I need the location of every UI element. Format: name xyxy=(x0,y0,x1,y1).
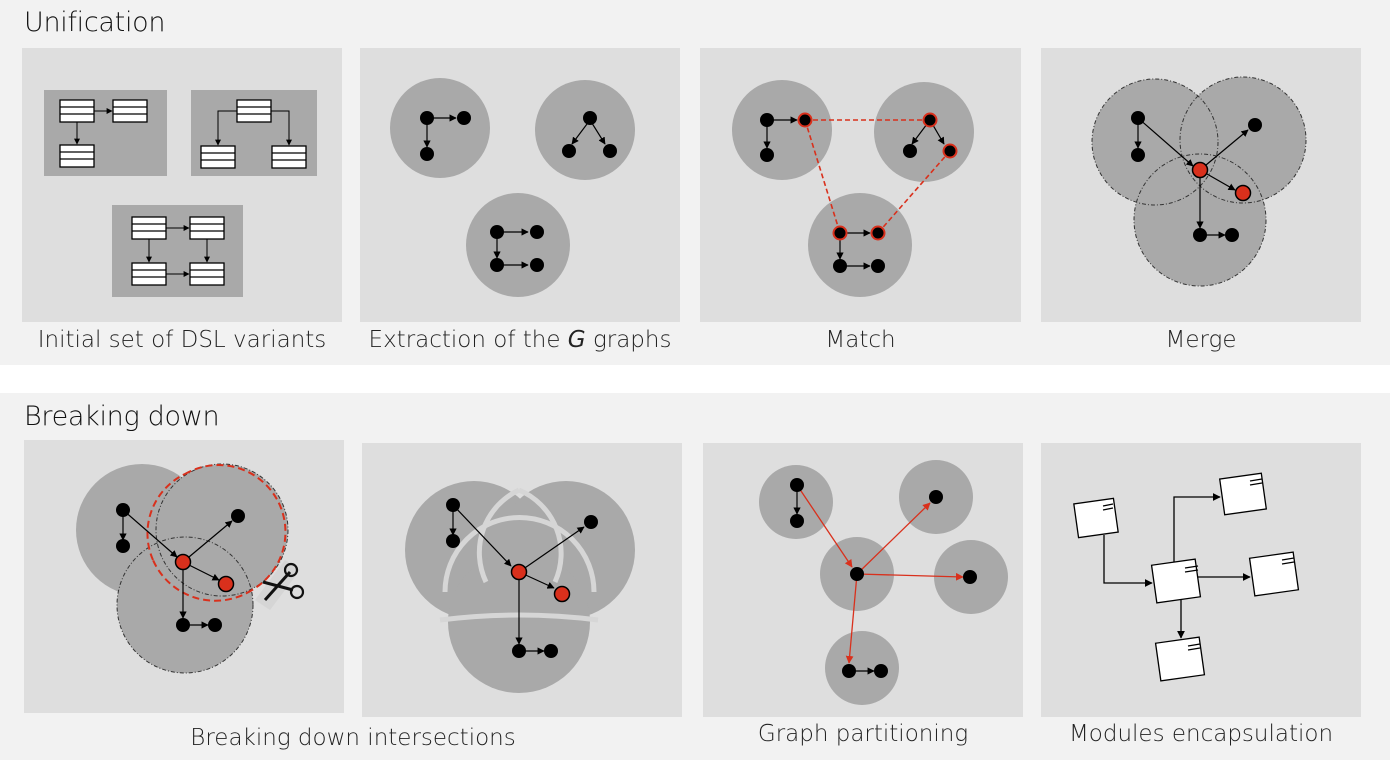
caption-extraction-symbol: G xyxy=(567,327,586,353)
merge-clusters xyxy=(1092,77,1306,286)
caption-extraction: Extraction of the G graphs xyxy=(360,327,680,353)
section-title-breaking-down: Breaking down xyxy=(24,401,220,432)
broken-clusters xyxy=(405,481,635,693)
variant-3-classes xyxy=(131,216,225,286)
scissors-icon xyxy=(255,560,305,610)
extraction-clusters xyxy=(390,78,635,297)
variant-2-classes xyxy=(200,99,307,169)
caption-extraction-part1: Extraction of the xyxy=(368,327,561,353)
caption-initial-variants: Initial set of DSL variants xyxy=(37,327,327,353)
variant-1-classes xyxy=(59,99,148,168)
caption-merge: Merge xyxy=(1165,327,1237,353)
caption-graph-partitioning: Graph partitioning xyxy=(757,721,969,747)
module-boxes xyxy=(1073,472,1300,682)
caption-extraction-part2: graphs xyxy=(592,327,672,353)
caption-modules-encapsulation: Modules encapsulation xyxy=(1068,721,1334,747)
caption-breaking-intersections: Breaking down intersections xyxy=(190,725,516,751)
match-clusters xyxy=(732,80,974,297)
section-title-unification: Unification xyxy=(24,7,166,38)
match-links xyxy=(804,119,951,234)
caption-match: Match xyxy=(825,327,896,353)
